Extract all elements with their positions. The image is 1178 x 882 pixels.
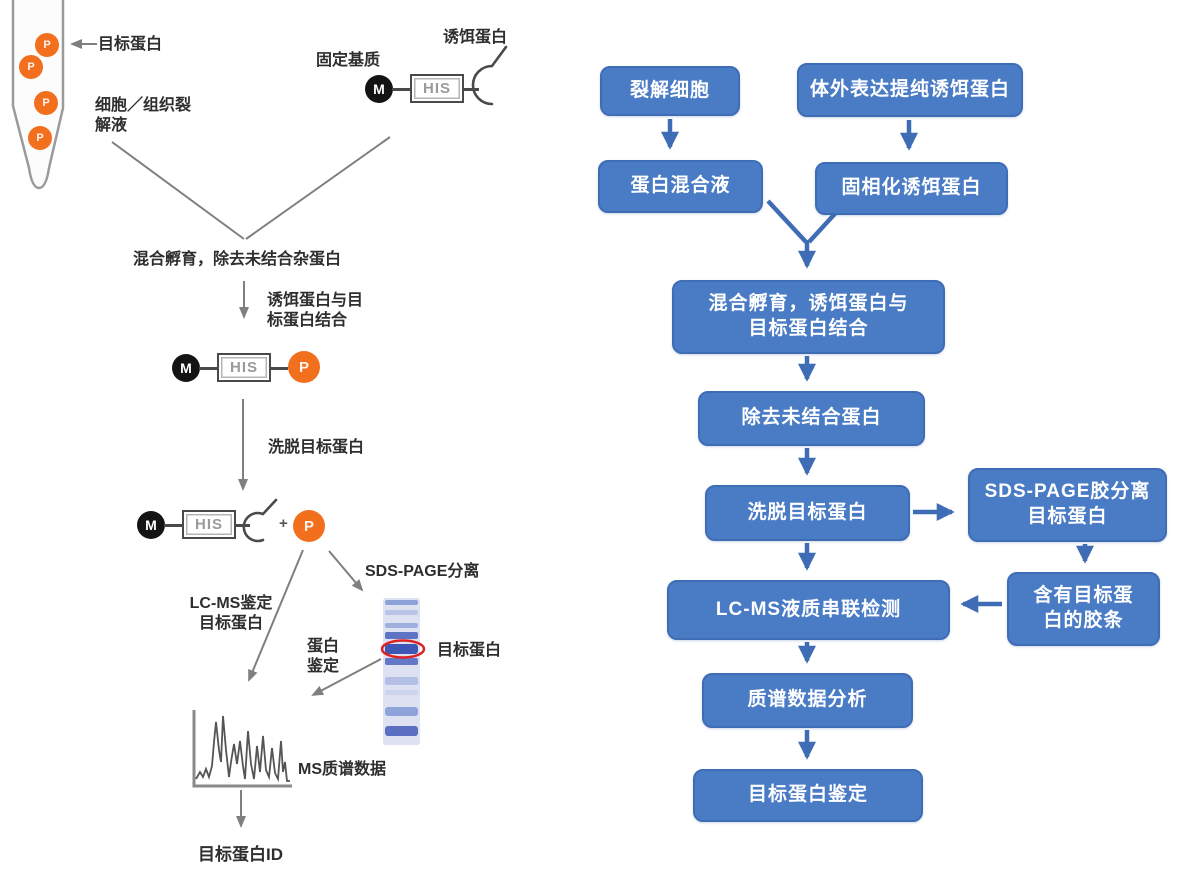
mix-incubate-label: 混合孵育，除去未结合杂蛋白 bbox=[133, 251, 342, 268]
target-protein-circle: P bbox=[19, 55, 43, 79]
elute-label: 洗脱目标蛋白 bbox=[268, 439, 365, 456]
connector-line bbox=[164, 524, 182, 527]
fixed-matrix-label: 固定基质 bbox=[316, 52, 381, 69]
gel-lane bbox=[380, 598, 426, 745]
target-protein-circle: P bbox=[35, 33, 59, 57]
bait-protein-label: 诱饵蛋白 bbox=[443, 29, 508, 46]
flow-box-protein-mixture[interactable]: 蛋白混合液 bbox=[598, 160, 763, 213]
flow-box-gel-strip[interactable]: 含有目标蛋 白的胶条 bbox=[1007, 572, 1160, 646]
plus-sign: + bbox=[279, 515, 288, 532]
schematic-arrows bbox=[70, 39, 391, 828]
lcms-identify-label: LC-MS鉴定 目标蛋白 bbox=[189, 595, 273, 632]
matrix-bead: M bbox=[365, 75, 393, 103]
connector-line bbox=[463, 88, 479, 91]
ms-data-label: MS质谱数据 bbox=[298, 761, 387, 778]
tube-target-label: 目标蛋白 bbox=[98, 36, 163, 53]
ms-spectrum-plot bbox=[192, 710, 292, 788]
flowchart-arrows bbox=[661, 119, 1094, 760]
target-protein-circle: P bbox=[28, 126, 52, 150]
connector-line bbox=[270, 367, 288, 370]
flow-box-elute-target[interactable]: 洗脱目标蛋白 bbox=[705, 485, 910, 541]
his-tag-box: HIS bbox=[410, 74, 464, 103]
gel-target-label: 目标蛋白 bbox=[437, 642, 502, 659]
flow-box-immobilized-bait[interactable]: 固相化诱饵蛋白 bbox=[815, 162, 1008, 215]
target-protein-circle: P bbox=[293, 510, 325, 542]
flow-box-lcms-detect[interactable]: LC-MS液质串联检测 bbox=[667, 580, 950, 640]
flow-box-lyse-cells[interactable]: 裂解细胞 bbox=[600, 66, 740, 116]
protein-identify-label: 蛋白 鉴定 bbox=[307, 638, 340, 675]
target-protein-circle: P bbox=[288, 351, 320, 383]
flow-box-mix-incubate[interactable]: 混合孵育，诱饵蛋白与 目标蛋白结合 bbox=[672, 280, 945, 354]
target-protein-circle: P bbox=[34, 91, 58, 115]
flow-box-sds-page[interactable]: SDS-PAGE胶分离 目标蛋白 bbox=[968, 468, 1167, 542]
his-tag-box: HIS bbox=[182, 510, 236, 539]
target-id-label: 目标蛋白ID bbox=[198, 845, 283, 864]
his-tag-box: HIS bbox=[217, 353, 271, 382]
flow-box-invitro-bait[interactable]: 体外表达提纯诱饵蛋白 bbox=[797, 63, 1023, 117]
matrix-bead: M bbox=[137, 511, 165, 539]
bind-label: 诱饵蛋白与目 标蛋白结合 bbox=[267, 292, 364, 329]
connector-line bbox=[236, 524, 250, 527]
flow-box-remove-unbound[interactable]: 除去未结合蛋白 bbox=[698, 391, 925, 446]
connector-line bbox=[392, 88, 410, 91]
lysate-label: 细胞／组织裂 解液 bbox=[95, 97, 192, 134]
flow-box-target-identify[interactable]: 目标蛋白鉴定 bbox=[693, 769, 923, 822]
sds-page-label: SDS-PAGE分离 bbox=[365, 563, 480, 580]
matrix-bead: M bbox=[172, 354, 200, 382]
target-band-highlight bbox=[380, 639, 426, 659]
connector-line bbox=[199, 367, 217, 370]
flow-box-ms-analysis[interactable]: 质谱数据分析 bbox=[702, 673, 913, 728]
